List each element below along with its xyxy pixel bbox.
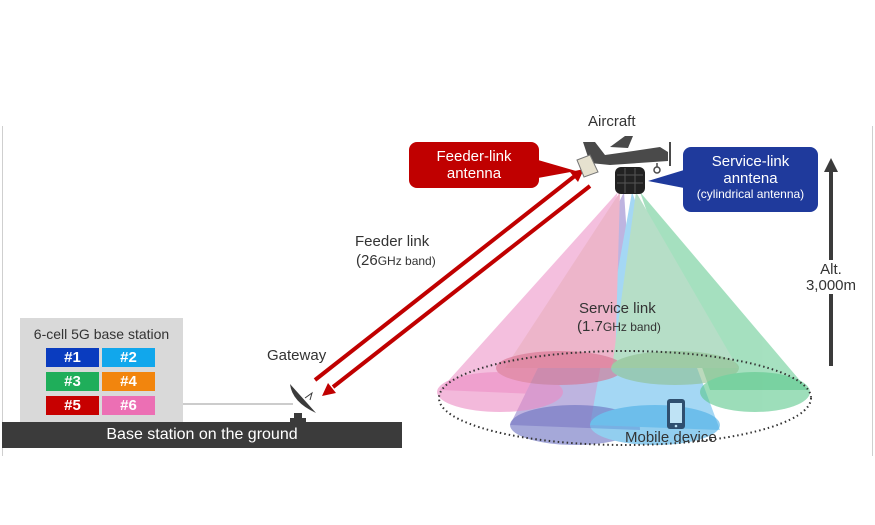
cell-6: #6 bbox=[102, 396, 155, 415]
altitude-label-line-2: 3,000m bbox=[805, 277, 857, 294]
cell-4: #4 bbox=[102, 372, 155, 391]
service-antenna-callout: Service-link anntena (cylindrical antenn… bbox=[683, 147, 818, 212]
feeder-band-unit: GHz band) bbox=[377, 254, 436, 268]
service-callout-line-2: anntena bbox=[723, 170, 778, 187]
footprint-green bbox=[700, 372, 810, 412]
coverage-boundary bbox=[438, 350, 812, 446]
aircraft-icon bbox=[583, 136, 671, 174]
feeder-callout-line-2: antenna bbox=[446, 165, 502, 182]
ground-bar: Base station on the ground bbox=[2, 422, 402, 448]
cell-5-label: #5 bbox=[64, 397, 81, 414]
service-callout-line-3: (cylindrical antenna) bbox=[696, 187, 805, 201]
base-station-title: 6-cell 5G base station bbox=[33, 326, 170, 342]
service-link-label: Service link bbox=[579, 300, 656, 317]
cell-2: #2 bbox=[102, 348, 155, 367]
feeder-callout-pointer bbox=[538, 160, 576, 178]
base-station-panel: 6-cell 5G base station #1 #2 #3 #4 #5 #6 bbox=[20, 318, 183, 422]
altitude-label: Alt. 3,000m bbox=[800, 262, 862, 294]
mobile-device-label: Mobile device bbox=[625, 429, 717, 446]
beam-green bbox=[640, 192, 808, 390]
gateway-dish-icon bbox=[290, 384, 316, 423]
service-callout-pointer bbox=[648, 170, 684, 188]
gateway-label: Gateway bbox=[267, 347, 327, 364]
cell-3: #3 bbox=[46, 372, 99, 391]
cell-3-label: #3 bbox=[64, 373, 81, 390]
beam-olive bbox=[612, 192, 738, 368]
service-link-antenna-icon bbox=[615, 167, 645, 194]
footprint-rose bbox=[496, 351, 624, 385]
frame-right-border bbox=[872, 126, 873, 456]
feeder-link-antenna-icon bbox=[576, 154, 599, 178]
footprint-blue bbox=[590, 405, 720, 445]
cell-4-label: #4 bbox=[120, 373, 137, 390]
footprint-olive bbox=[611, 351, 739, 385]
cell-5: #5 bbox=[46, 396, 99, 415]
cell-6-label: #6 bbox=[120, 397, 137, 414]
feeder-link-band: (26GHz band) bbox=[356, 252, 436, 269]
cell-2-label: #2 bbox=[120, 349, 137, 366]
altitude-label-line-1: Alt. bbox=[820, 261, 842, 278]
frame-left-border bbox=[2, 126, 3, 456]
mobile-device-icon bbox=[667, 399, 685, 429]
aircraft-label: Aircraft bbox=[588, 113, 636, 130]
service-band-unit: GHz band) bbox=[602, 320, 661, 334]
beam-footprints bbox=[437, 351, 810, 445]
feeder-band-prefix: (26 bbox=[356, 252, 378, 269]
feeder-link-label: Feeder link bbox=[355, 233, 430, 250]
feeder-antenna-callout: Feeder-link antenna bbox=[409, 142, 539, 188]
cell-1-label: #1 bbox=[64, 349, 81, 366]
service-band-prefix: (1.7 bbox=[577, 318, 603, 335]
beam-rose bbox=[505, 192, 620, 368]
feeder-link-arrows bbox=[313, 169, 592, 396]
cell-1: #1 bbox=[46, 348, 99, 367]
altitude-arrow bbox=[824, 158, 838, 366]
service-callout-line-1: Service-link bbox=[711, 153, 790, 170]
ground-label: Base station on the ground bbox=[106, 426, 298, 443]
feeder-callout-line-1: Feeder-link bbox=[436, 148, 512, 165]
service-link-band: (1.7GHz band) bbox=[577, 318, 661, 335]
